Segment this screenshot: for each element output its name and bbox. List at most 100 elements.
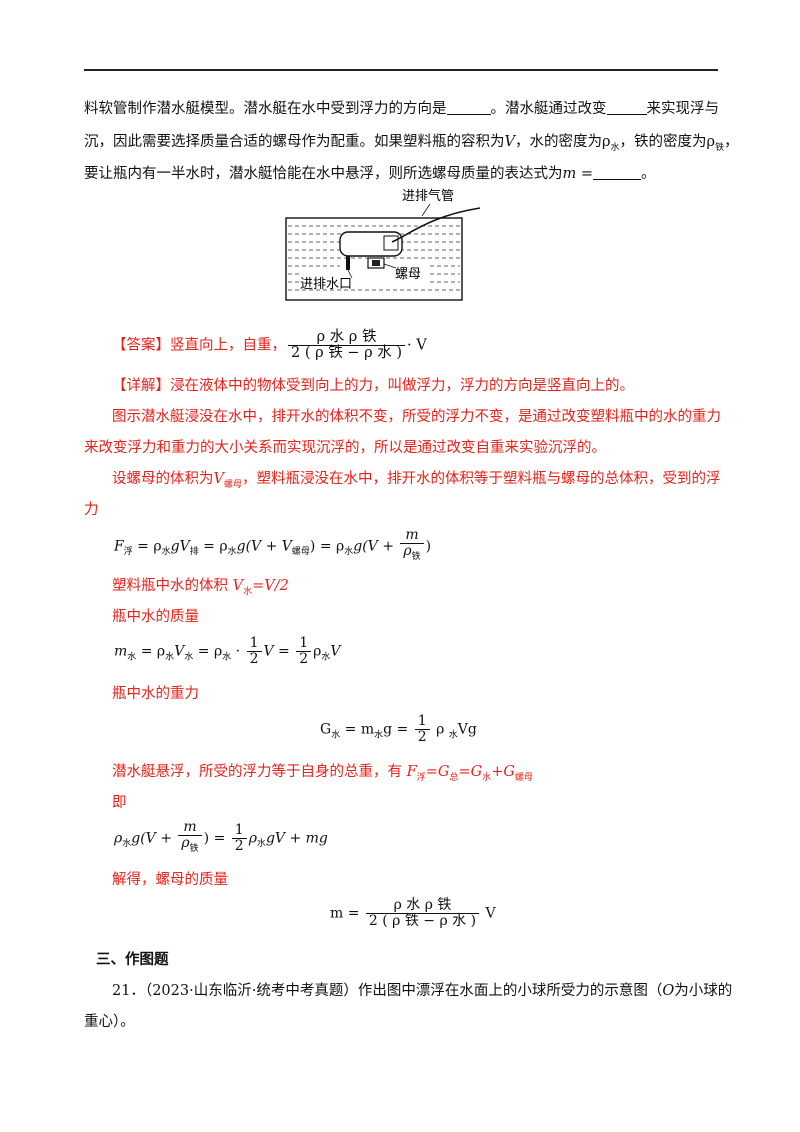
f-sub: 水 xyxy=(161,547,171,558)
detail-p7: 潜水艇悬浮，所受的浮力等于自身的总重，有 F浮=G总=G水+G螺母 xyxy=(112,762,533,788)
answer-text: 竖直向上，自重， xyxy=(170,337,286,354)
f-den-rho: ρ xyxy=(403,543,412,559)
question-line-2: 沉，因此需要选择质量合适的螺母作为配重。如果塑料瓶的容积为V，水的密度为ρ水，铁… xyxy=(84,132,739,158)
sub: 水 xyxy=(482,772,492,783)
text-seg: 沉，因此需要选择质量合适的螺母作为配重。如果塑料瓶的容积为 xyxy=(84,134,505,150)
text-seg: ，水的密度为ρ xyxy=(514,134,611,150)
var-V: V xyxy=(213,471,224,487)
f-sub: 螺母 xyxy=(291,547,310,558)
f-seg: V = xyxy=(263,643,295,660)
detail-p2b: 来改变浮力和重力的大小关系而实现沉浮的，所以是通过改变自重来实验沉浮的。 xyxy=(84,440,606,456)
sub: 总 xyxy=(449,772,459,783)
detail-p5: 瓶中水的质量 xyxy=(112,609,199,625)
f-num: m xyxy=(178,820,202,836)
text-seg: 潜水艇悬浮，所受的浮力等于自身的总重，有 xyxy=(112,764,407,780)
text-seg: =G xyxy=(458,764,483,780)
f-sub: 排 xyxy=(189,547,199,558)
f-seg: ) = xyxy=(203,830,230,847)
detail-p2a: 图示潜水艇浸没在水中，排开水的体积不变，所受的浮力不变，是通过改变塑料瓶中的水的… xyxy=(112,409,721,425)
sub-shui: 水 xyxy=(243,586,253,597)
detail-p6: 瓶中水的重力 xyxy=(112,686,199,702)
text-seg: 为小球的 xyxy=(674,983,733,999)
answer-blank-1 xyxy=(446,100,491,115)
water-port xyxy=(346,256,350,270)
f-den: ρ铁 xyxy=(178,836,201,857)
f-den: 2 xyxy=(234,837,244,854)
text-seg: ，塑料瓶浸没在水中，排开水的体积等于塑料瓶与螺母的总体积，受到的浮 xyxy=(242,471,721,487)
f-seg: V xyxy=(174,643,185,660)
label-tube: 进排气管 xyxy=(402,188,454,204)
text-seg: 塑料瓶中水的体积 xyxy=(112,578,233,594)
f-seg: m = xyxy=(330,905,364,922)
var-O: O xyxy=(662,983,675,999)
answer-den: 2 ( ρ 铁 − ρ 水 ) xyxy=(291,345,403,361)
sub-tie: 铁 xyxy=(715,142,725,153)
f-num: ρ 水 ρ 铁 xyxy=(365,898,480,914)
f-var: m xyxy=(114,643,128,660)
f-seg: g(V + xyxy=(353,538,399,555)
f-sub: 浮 xyxy=(123,547,133,558)
f-sub: 水 xyxy=(256,839,266,850)
header-rule xyxy=(84,69,718,71)
f-sub: 水 xyxy=(127,652,137,663)
f-seg: V xyxy=(330,643,341,660)
answer-blank-3 xyxy=(593,165,642,180)
label-nut: 螺母 xyxy=(395,267,421,282)
port-pointer xyxy=(347,269,353,279)
text-seg: 料软管制作潜水艇模型。潜水艇在水中受到浮力的方向是 xyxy=(84,101,447,117)
sub: 浮 xyxy=(416,772,426,783)
text-seg: 设螺母的体积为 xyxy=(112,471,214,487)
detail-p4: 塑料瓶中水的体积 V水=V/2 xyxy=(112,576,289,602)
detail-p8: 即 xyxy=(112,795,127,811)
f-num: 1 xyxy=(296,636,312,652)
label-port: 进排水口 xyxy=(300,277,352,292)
answer-tail: · V xyxy=(407,337,427,354)
f-seg: ρ xyxy=(431,721,449,738)
var-F: F xyxy=(406,764,417,780)
var-m: m xyxy=(562,166,577,182)
f-sub: 水 xyxy=(222,652,232,663)
f-sub: 水 xyxy=(227,547,237,558)
f-sub: 水 xyxy=(331,730,341,741)
f-seg: = m xyxy=(340,721,375,738)
f-sub: 水 xyxy=(321,652,331,663)
f-sub: 水 xyxy=(122,839,132,850)
detail-line-1: 【详解】浸在液体中的物体受到向上的力，叫做浮力，浮力的方向是竖直向上的。 xyxy=(112,376,634,396)
f-num: 1 xyxy=(414,714,430,730)
detail-p3a: 设螺母的体积为V螺母，塑料瓶浸没在水中，排开水的体积等于塑料瓶与螺母的总体积，受… xyxy=(112,469,721,495)
f-seg: ) xyxy=(425,538,432,555)
f-seg: V xyxy=(481,905,496,922)
answer-blank-2 xyxy=(606,100,647,115)
detail-p9: 解得，螺母的质量 xyxy=(112,872,228,888)
text-seg: 要让瓶内有一半水时，潜水艇恰能在水中悬浮，则所选螺母质量的表达式为 xyxy=(84,166,563,182)
text-seg: 。潜水艇通过改变 xyxy=(490,101,607,117)
f-sub: 水 xyxy=(448,730,458,741)
submarine-figure: 进排气管 螺母 进排水口 xyxy=(285,188,480,301)
text-seg: +G xyxy=(491,764,515,780)
detail-p3b: 力 xyxy=(84,502,99,518)
text-seg: ，铁的密度为ρ xyxy=(619,134,716,150)
f-seg: Vg xyxy=(457,721,477,738)
question-21-line-2: 重心）。 xyxy=(84,1014,135,1030)
f-sub: 铁 xyxy=(189,843,199,854)
f-seg: ρ xyxy=(248,830,257,847)
text-seg: =V/2 xyxy=(252,578,289,594)
nut-pointer xyxy=(383,263,397,269)
f-var: G xyxy=(320,721,332,738)
answer-num: ρ 水 ρ 铁 xyxy=(288,330,406,346)
question-line-1: 料软管制作潜水艇模型。潜水艇在水中受到浮力的方向是。潜水艇通过改变来实现浮与 xyxy=(84,99,719,119)
detail-p1: 浸在液体中的物体受到向上的力，叫做浮力，浮力的方向是竖直向上的。 xyxy=(170,378,634,394)
var-V: V xyxy=(232,578,244,594)
answer-tag: 【答案】 xyxy=(112,337,170,354)
f-den: 2 xyxy=(299,651,309,667)
text-seg: 21．（2023·山东临沂·统考中考真题）作出图中漂浮在水面上的小球所受力的示意… xyxy=(112,983,663,999)
detail-tag: 【详解】 xyxy=(112,378,170,394)
